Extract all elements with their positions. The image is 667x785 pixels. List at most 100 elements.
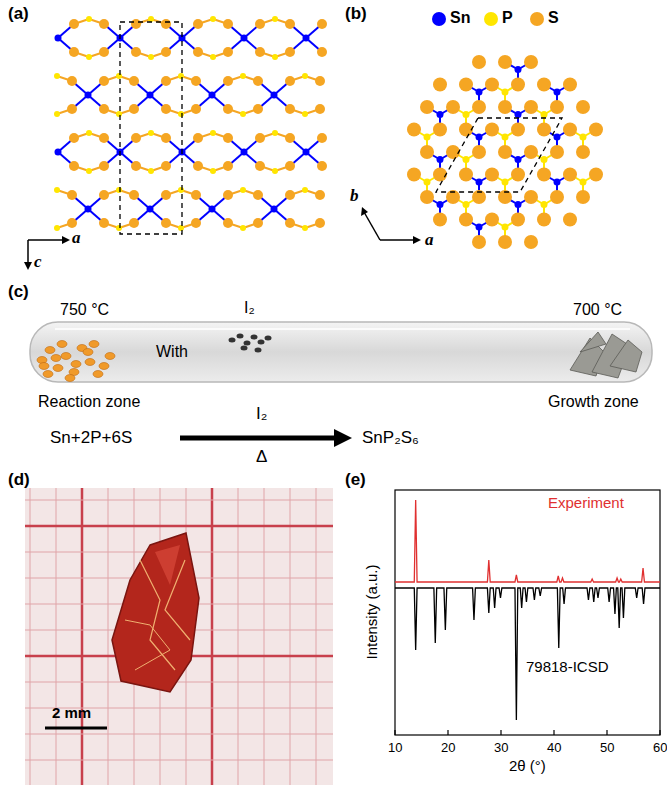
figure-label: (c) xyxy=(8,282,29,302)
pellet xyxy=(65,375,75,382)
atom xyxy=(498,145,512,159)
atom xyxy=(472,235,486,249)
arrow-head xyxy=(334,429,352,447)
atom xyxy=(271,206,278,213)
figure-label: With xyxy=(156,342,188,361)
atom xyxy=(191,190,201,200)
atom xyxy=(67,190,77,200)
atom xyxy=(147,92,154,99)
figure-label: (e) xyxy=(345,470,366,490)
grid-line xyxy=(264,488,265,785)
atom xyxy=(99,47,109,57)
atom xyxy=(223,161,233,171)
atom xyxy=(420,145,434,159)
atom xyxy=(69,19,79,29)
atom xyxy=(285,190,295,200)
grid-line xyxy=(211,488,214,785)
atom xyxy=(253,218,263,228)
atom xyxy=(86,16,92,22)
atom xyxy=(271,92,278,99)
figure-label: a xyxy=(72,228,81,248)
grid-paper xyxy=(25,488,333,785)
atom xyxy=(255,161,265,171)
legend-swatch xyxy=(432,12,446,26)
atom xyxy=(446,145,460,159)
axis-line xyxy=(380,239,416,241)
grid-line xyxy=(238,488,239,785)
atom xyxy=(148,54,154,60)
atom xyxy=(223,19,233,29)
atom xyxy=(407,123,421,137)
grid-line xyxy=(108,488,109,785)
atom xyxy=(99,19,109,29)
atom xyxy=(537,168,551,182)
figure-label: c xyxy=(34,252,42,272)
pellet xyxy=(53,365,63,372)
atom xyxy=(129,218,139,228)
atom xyxy=(191,104,201,114)
atom xyxy=(240,73,246,79)
atom xyxy=(554,134,561,141)
photo-ground xyxy=(25,488,333,785)
atom xyxy=(433,123,447,137)
atom xyxy=(161,161,171,171)
atom xyxy=(511,213,525,227)
figure-label: 79818-ICSD xyxy=(526,658,609,676)
atom xyxy=(253,190,263,200)
axis-line xyxy=(28,239,66,241)
grid-line xyxy=(25,734,333,735)
atom xyxy=(554,89,561,96)
atom xyxy=(524,235,538,249)
atom xyxy=(272,130,278,136)
atom xyxy=(515,156,522,163)
atom xyxy=(524,145,538,159)
figure-label: a xyxy=(425,230,434,250)
axis-tick xyxy=(394,730,395,735)
atom xyxy=(161,190,171,200)
atom xyxy=(563,123,577,137)
atom xyxy=(223,133,233,143)
pellet xyxy=(51,355,61,362)
atom xyxy=(463,201,470,208)
atom xyxy=(498,235,512,249)
atom xyxy=(541,156,548,163)
crystal xyxy=(112,533,199,692)
atom xyxy=(315,76,325,86)
atom xyxy=(576,190,590,204)
atom xyxy=(463,111,470,118)
figure-label: I₂ xyxy=(244,298,255,317)
atom xyxy=(502,89,509,96)
atom xyxy=(437,156,444,163)
axis-tick xyxy=(606,730,607,735)
layer-structure xyxy=(407,55,603,249)
arrow-head xyxy=(413,236,421,244)
atom xyxy=(99,218,109,228)
atom xyxy=(459,78,473,92)
atom xyxy=(285,218,295,228)
atom xyxy=(272,54,278,60)
atom xyxy=(537,78,551,92)
atom xyxy=(476,89,483,96)
atom xyxy=(550,190,564,204)
atom xyxy=(69,133,79,143)
scale-bar xyxy=(45,727,107,730)
atom xyxy=(54,225,60,231)
atom xyxy=(253,76,263,86)
axis-arrows xyxy=(24,236,70,270)
pellet xyxy=(39,363,49,370)
axis-tick xyxy=(553,730,554,735)
atom xyxy=(241,35,248,42)
atom xyxy=(178,187,184,193)
atom xyxy=(253,104,263,114)
atom xyxy=(86,168,92,174)
atom xyxy=(131,161,141,171)
atom xyxy=(116,187,122,193)
figure-label: I₂ xyxy=(256,404,267,424)
figure-label: Experiment xyxy=(548,494,624,512)
reaction-arrow xyxy=(180,429,352,447)
atom xyxy=(85,206,92,213)
figure-label: 2θ (°) xyxy=(509,757,546,775)
unit-cell xyxy=(120,22,182,234)
pellet xyxy=(61,353,71,360)
figure-label: (a) xyxy=(8,4,29,24)
